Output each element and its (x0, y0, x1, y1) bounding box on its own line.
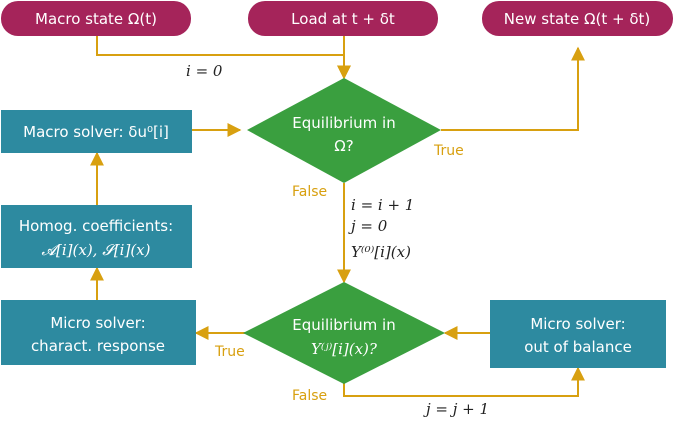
new-state-label: New state Ω(t + δt) (504, 10, 650, 28)
label-update-j: j = j + 1 (423, 400, 489, 418)
label-false-bottom: False (292, 388, 327, 404)
edge-decision-to-newstate (441, 46, 585, 131)
micro-solver-charact-line1: Micro solver: (50, 314, 145, 332)
load-node (248, 1, 438, 36)
micro-solver-charact-node (1, 300, 196, 365)
micro-solver-balance-line2: out of balance (524, 338, 632, 356)
label-update-j0: j = 0 (348, 217, 388, 235)
load-label: Load at t + δt (291, 10, 395, 28)
micro-solver-balance-node (490, 300, 666, 368)
edge-eqy-to-balance (343, 366, 585, 397)
label-true-bottom: True (214, 344, 245, 360)
micro-solver-charact-line2: charact. response (31, 337, 165, 355)
label-true-top: True (433, 143, 464, 159)
label-i-zero: i = 0 (186, 62, 223, 80)
equilibrium-y-line2: Y⁽ʲ⁾[i](x)? (311, 340, 378, 358)
equilibrium-y-decision (243, 282, 445, 384)
new-state-node (482, 1, 673, 36)
equilibrium-omega-decision (247, 78, 441, 183)
homog-coefficients-line1: Homog. coefficients: (19, 217, 173, 235)
label-init-y: Y⁽⁰⁾[i](x) (351, 243, 411, 261)
macro-solver-label: Macro solver: δu⁰[i] (23, 123, 169, 141)
homog-coefficients-line2: 𝓐[i](x), 𝓢[i](x) (42, 241, 151, 259)
equilibrium-y-line1: Equilibrium in (292, 316, 395, 334)
macro-state-node (1, 1, 191, 36)
label-false-top: False (292, 184, 327, 200)
label-update-i: i = i + 1 (351, 196, 414, 214)
micro-solver-balance-line1: Micro solver: (530, 315, 625, 333)
equilibrium-omega-line2: Ω? (334, 137, 353, 155)
macro-solver-node (1, 110, 192, 153)
macro-state-label: Macro state Ω(t) (35, 10, 157, 28)
equilibrium-omega-line1: Equilibrium in (292, 114, 395, 132)
homog-coefficients-node (1, 205, 192, 268)
